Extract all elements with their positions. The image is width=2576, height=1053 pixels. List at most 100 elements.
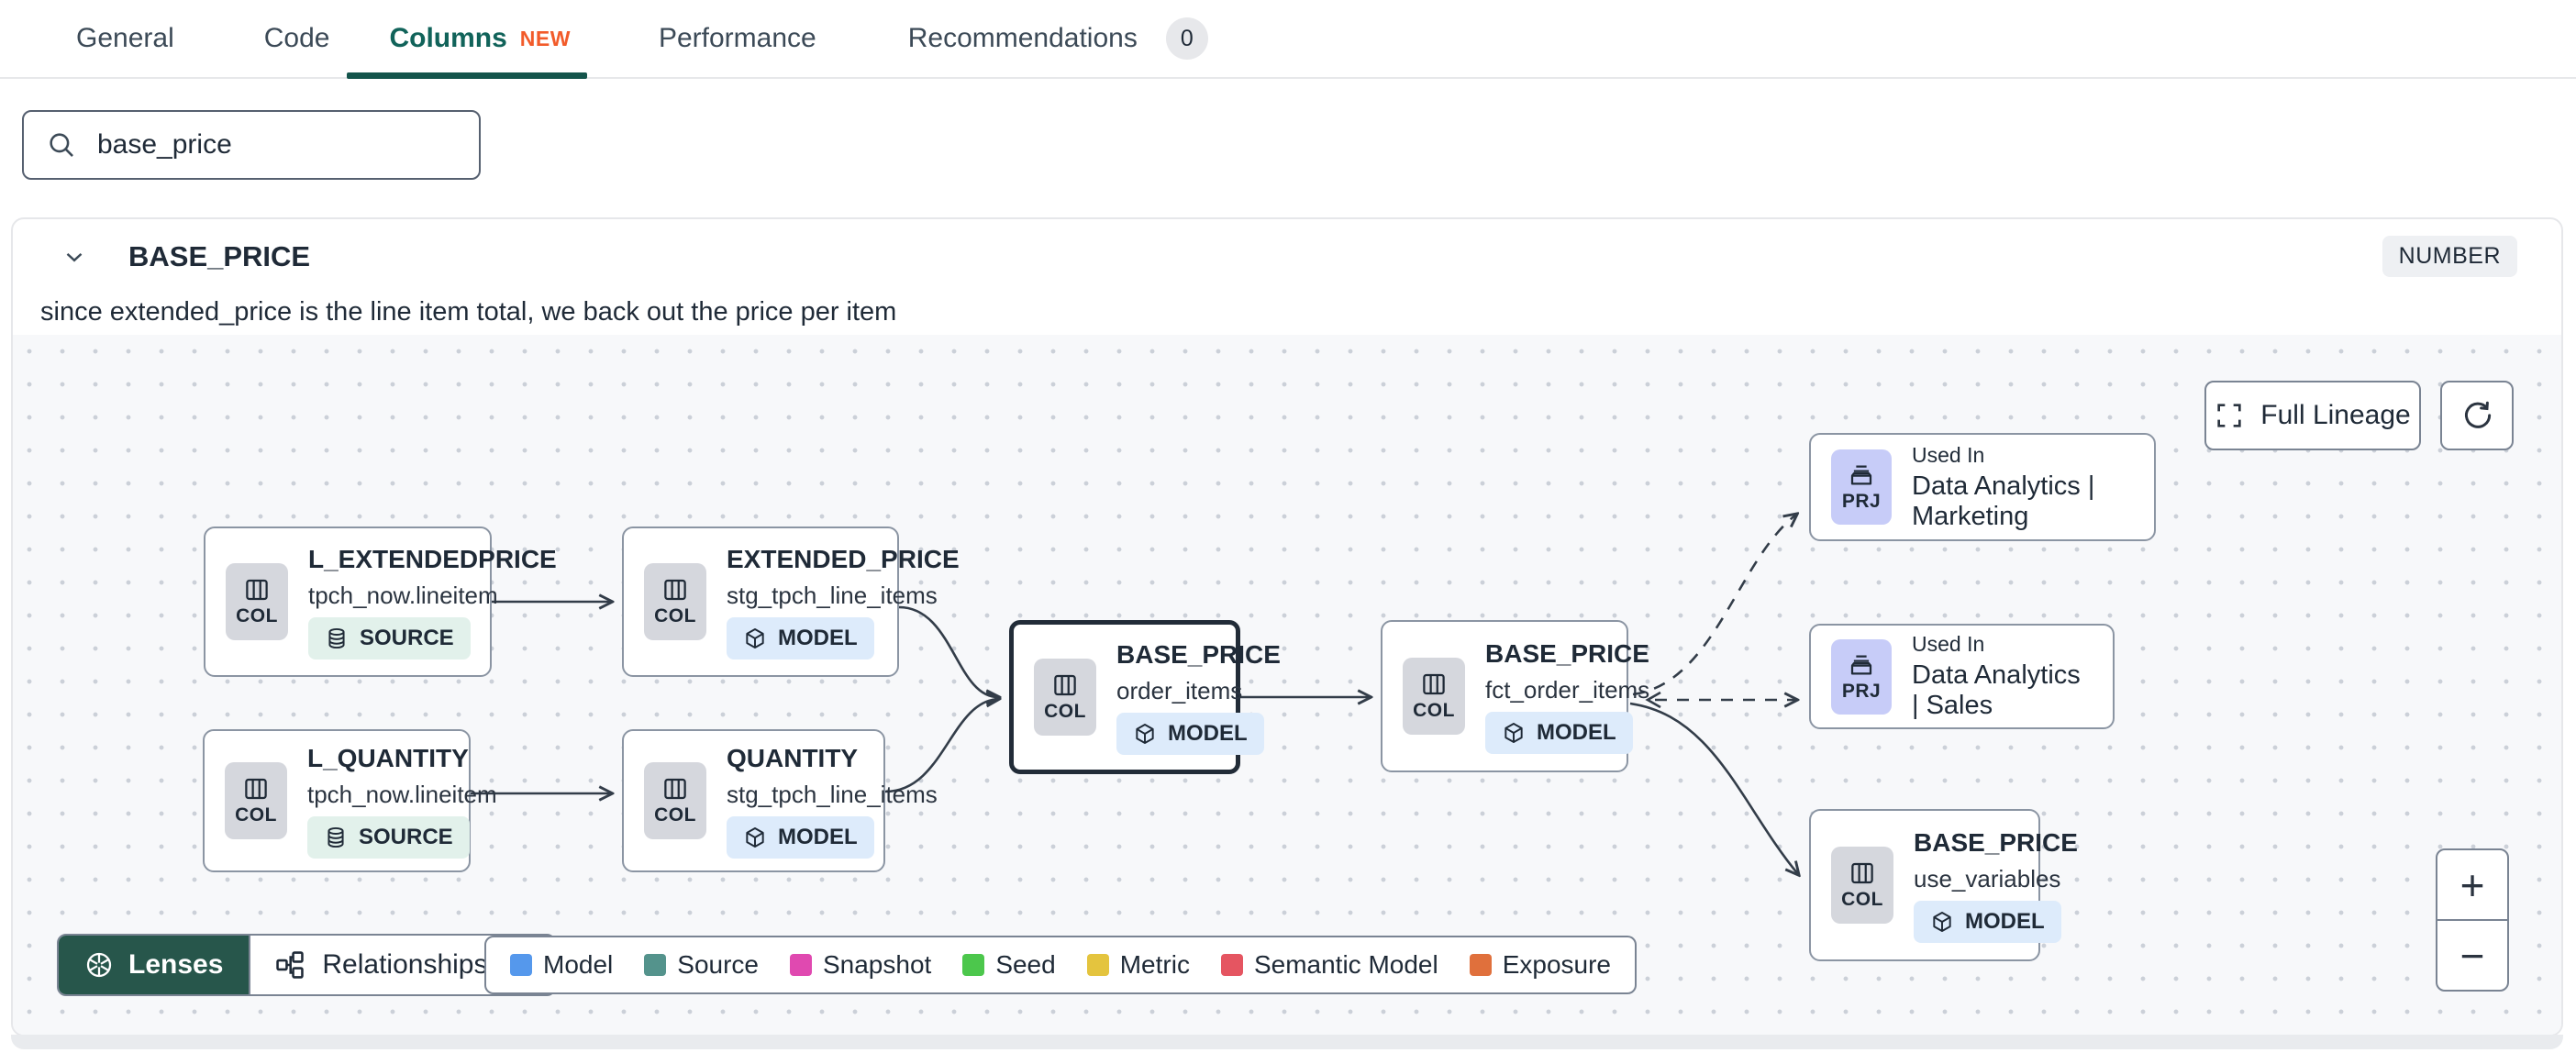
columns-icon <box>1849 859 1876 887</box>
columns-icon <box>661 576 689 604</box>
node-used-in-sales[interactable]: PRJ Used In Data Analytics | Sales <box>1809 624 2115 729</box>
collapse-chevron-icon[interactable] <box>61 243 88 271</box>
source-kind-badge: SOURCE <box>307 815 470 859</box>
zoom-in-button[interactable]: + <box>2437 850 2507 921</box>
legend-item-exposure: Exposure <box>1469 950 1611 980</box>
column-badge: COL <box>1034 659 1096 736</box>
legend-swatch <box>510 954 532 976</box>
database-icon <box>325 626 349 650</box>
refresh-button[interactable] <box>2440 381 2514 450</box>
search-icon <box>46 129 77 161</box>
columns-icon <box>1420 671 1448 698</box>
legend-item-metric: Metric <box>1086 950 1190 980</box>
tab-columns[interactable]: Columns NEW <box>389 23 571 53</box>
node-title: Data Analytics | Marketing <box>1912 471 2095 531</box>
columns-icon <box>243 576 271 604</box>
column-badge: COL <box>1403 658 1465 735</box>
node-quantity[interactable]: COL QUANTITY stg_tpch_line_items MODEL <box>622 729 938 872</box>
new-badge: NEW <box>519 26 571 50</box>
full-lineage-button[interactable]: Full Lineage <box>2204 381 2421 450</box>
node-title: BASE_PRICE <box>1485 638 1649 668</box>
expand-icon <box>2215 401 2244 430</box>
database-icon <box>324 826 348 849</box>
node-title: BASE_PRICE <box>1116 639 1281 669</box>
zoom-control: + − <box>2436 848 2509 992</box>
node-used-in-marketing[interactable]: PRJ Used In Data Analytics | Marketing <box>1809 433 2156 541</box>
lens-toolbar: Lenses Relationships <box>57 934 556 996</box>
legend-swatch <box>1220 954 1243 976</box>
node-extended-price[interactable]: COL EXTENDED_PRICE stg_tpch_line_items M… <box>622 526 960 677</box>
column-badge: COL <box>1831 847 1893 924</box>
recommendations-count-badge: 0 <box>1165 17 1208 60</box>
node-base-price-use-variables[interactable]: COL BASE_PRICE use_variables MODEL <box>1809 809 2078 961</box>
node-subtitle: stg_tpch_line_items <box>727 581 938 609</box>
legend-item-seed: Seed <box>962 950 1056 980</box>
node-type-legend: Model Source Snapshot Seed Metric Semant… <box>484 936 1638 994</box>
project-badge: PRJ <box>1831 449 1892 525</box>
node-subtitle: tpch_now.lineitem <box>308 581 498 609</box>
lineage-edges <box>471 335 2561 1036</box>
search-value: base_price <box>97 129 232 160</box>
model-kind-badge: MODEL <box>1914 900 2061 943</box>
node-title: Data Analytics | Sales <box>1912 660 2081 720</box>
source-kind-badge: SOURCE <box>308 616 471 660</box>
node-subtitle: use_variables <box>1914 864 2061 892</box>
column-card: BASE_PRICE NUMBER since extended_price i… <box>11 217 2563 1036</box>
model-kind-badge: MODEL <box>1116 712 1264 755</box>
edge-extendedprice-baseprice <box>898 605 998 697</box>
node-base-price-fct-order-items[interactable]: COL BASE_PRICE fct_order_items MODEL <box>1381 620 1649 772</box>
legend-item-source: Source <box>644 950 759 980</box>
search-row: base_price <box>0 79 2576 180</box>
zoom-out-button[interactable]: − <box>2459 931 2485 980</box>
cube-icon <box>1930 910 1954 934</box>
tab-performance[interactable]: Performance <box>658 23 816 53</box>
tab-bar: General Code Columns NEW Performance Rec… <box>0 0 2576 79</box>
column-type-badge: NUMBER <box>2382 236 2517 277</box>
project-icon <box>1848 461 1875 489</box>
node-subtitle: stg_tpch_line_items <box>727 780 938 808</box>
legend-swatch <box>1469 954 1492 976</box>
model-kind-badge: MODEL <box>1485 711 1633 754</box>
edge-fct-usevariables <box>1629 702 1798 874</box>
column-name: BASE_PRICE <box>128 239 311 272</box>
node-title: L_EXTENDEDPRICE <box>308 544 557 573</box>
edge-fct-marketing <box>1632 515 1796 696</box>
search-input[interactable]: base_price <box>22 110 481 180</box>
legend-item-snapshot: Snapshot <box>789 950 931 980</box>
relationships-icon <box>274 949 305 981</box>
node-title: EXTENDED_PRICE <box>727 544 960 573</box>
lenses-button[interactable]: Lenses <box>59 936 250 994</box>
node-title: QUANTITY <box>727 743 859 772</box>
column-badge: COL <box>644 563 706 640</box>
project-icon <box>1848 651 1875 679</box>
column-badge: COL <box>225 762 287 839</box>
node-subtitle: order_items <box>1116 676 1243 704</box>
bottom-scroll-strip[interactable] <box>11 1035 2563 1049</box>
project-badge: PRJ <box>1831 638 1892 715</box>
edge-quantity-baseprice <box>884 699 998 793</box>
columns-icon <box>1051 671 1079 699</box>
cube-icon <box>1133 722 1157 746</box>
aperture-icon <box>84 950 114 980</box>
legend-swatch <box>789 954 812 976</box>
tab-recommendations[interactable]: Recommendations 0 <box>908 0 1208 77</box>
node-subtitle: fct_order_items <box>1485 675 1650 704</box>
model-kind-badge: MODEL <box>727 616 874 660</box>
legend-swatch <box>1086 954 1109 976</box>
column-card-header: BASE_PRICE NUMBER <box>13 219 2561 277</box>
used-in-label: Used In <box>1912 442 1985 467</box>
node-base-price-order-items[interactable]: COL BASE_PRICE order_items MODEL <box>1009 620 1281 774</box>
node-title: L_QUANTITY <box>307 743 469 772</box>
model-kind-badge: MODEL <box>727 815 874 859</box>
column-badge: COL <box>644 762 706 839</box>
lineage-canvas[interactable]: Full Lineage COL L_EXTENDEDPRICE tpch_no… <box>13 335 2561 1036</box>
cube-icon <box>743 826 767 849</box>
node-l-quantity[interactable]: COL L_QUANTITY tpch_now.lineitem SOURCE <box>203 729 497 872</box>
legend-item-semantic-model: Semantic Model <box>1220 950 1438 980</box>
tab-general[interactable]: General <box>76 23 174 53</box>
cube-icon <box>743 626 767 650</box>
tab-code[interactable]: Code <box>263 23 330 53</box>
node-l-extendedprice[interactable]: COL L_EXTENDEDPRICE tpch_now.lineitem SO… <box>204 526 557 677</box>
refresh-icon <box>2460 399 2493 432</box>
used-in-label: Used In <box>1912 632 1985 656</box>
